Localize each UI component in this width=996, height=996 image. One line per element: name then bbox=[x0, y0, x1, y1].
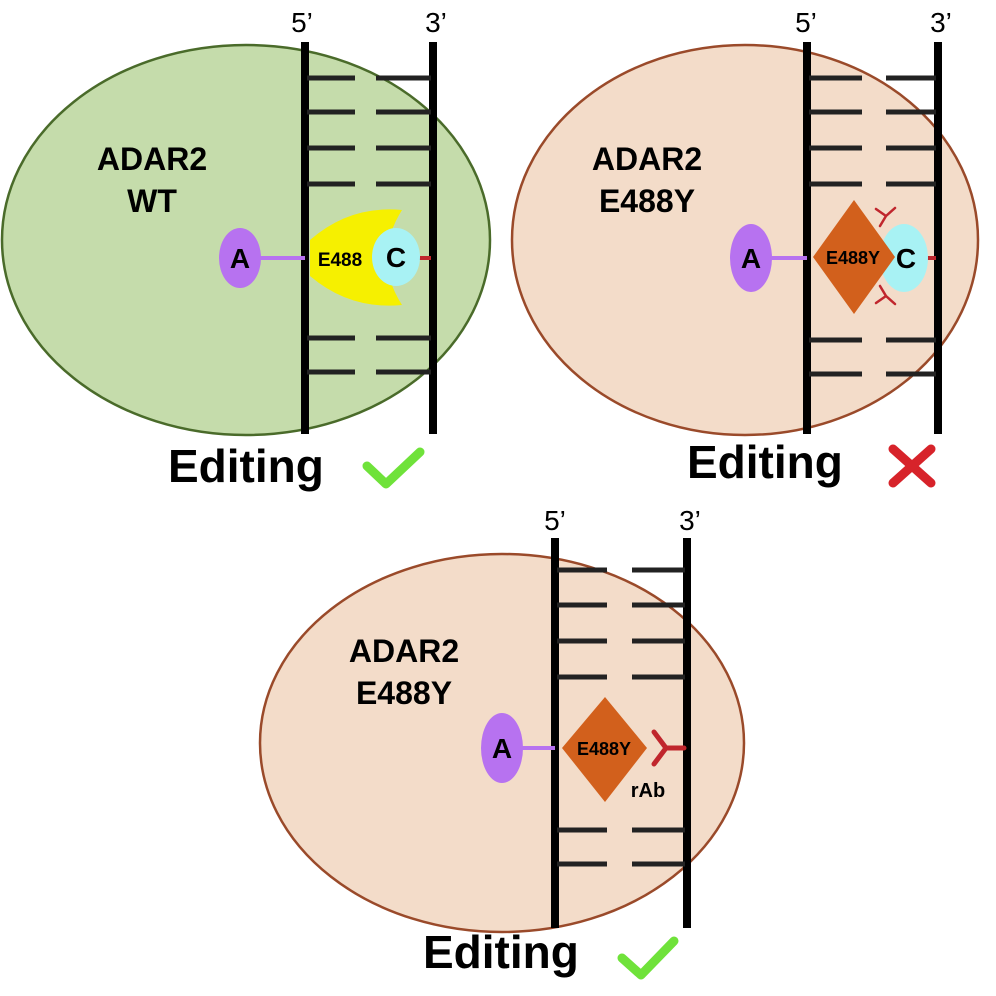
cytidine-label: C bbox=[896, 243, 916, 274]
adenosine-node bbox=[219, 228, 261, 288]
result-label: Editing bbox=[687, 436, 843, 488]
protein-name: ADAR2 bbox=[349, 633, 459, 669]
base-pairs bbox=[557, 567, 685, 867]
adenosine-node bbox=[730, 224, 772, 292]
label-3prime: 3’ bbox=[425, 7, 447, 38]
check-icon bbox=[362, 447, 425, 489]
label-5prime: 5’ bbox=[291, 7, 313, 38]
antibody-label: rAb bbox=[631, 780, 665, 802]
protein-variant: E488Y bbox=[356, 675, 452, 711]
panel-e488y: ADAR2 E488Y 5’ 3’ A E488Y C bbox=[510, 7, 980, 488]
label-3prime: 3’ bbox=[930, 7, 952, 38]
result-label: Editing bbox=[423, 926, 579, 978]
result-label: Editing bbox=[168, 440, 324, 492]
antibody-icon bbox=[651, 729, 687, 767]
residue-label: E488Y bbox=[577, 739, 631, 759]
protein-variant: E488Y bbox=[599, 183, 695, 219]
label-5prime: 5’ bbox=[544, 505, 566, 536]
e488y-residue bbox=[813, 200, 895, 314]
label-5prime: 5’ bbox=[795, 7, 817, 38]
rna-duplex bbox=[803, 42, 942, 434]
cross-icon bbox=[888, 444, 936, 488]
residue-label: E488 bbox=[318, 250, 362, 271]
check-icon bbox=[617, 936, 679, 980]
cytidine-label: C bbox=[386, 242, 406, 273]
cytidine-node bbox=[880, 224, 928, 292]
base-pairs bbox=[307, 75, 431, 375]
antibody-icon bbox=[874, 206, 897, 306]
base-pairs bbox=[809, 75, 936, 377]
label-3prime: 3’ bbox=[679, 505, 701, 536]
adenosine-node bbox=[481, 713, 523, 783]
rna-duplex bbox=[551, 538, 691, 928]
rna-duplex bbox=[301, 42, 437, 434]
e488y-residue bbox=[562, 697, 647, 802]
panel-e488y-rab: ADAR2 E488Y 5’ 3’ A E488Y rAb E bbox=[258, 505, 746, 980]
adenosine-label: A bbox=[741, 243, 761, 274]
residue-label: E488Y bbox=[826, 248, 880, 268]
protein-name: ADAR2 bbox=[592, 141, 702, 177]
protein-variant: WT bbox=[127, 183, 177, 219]
e488-pocket bbox=[310, 209, 402, 306]
adenosine-label: A bbox=[230, 243, 250, 274]
cytidine-node bbox=[372, 228, 420, 286]
protein-name: ADAR2 bbox=[97, 141, 207, 177]
adenosine-label: A bbox=[492, 733, 512, 764]
panel-wt: ADAR2 WT 5’ 3’ A E488 C Editing bbox=[0, 7, 492, 492]
